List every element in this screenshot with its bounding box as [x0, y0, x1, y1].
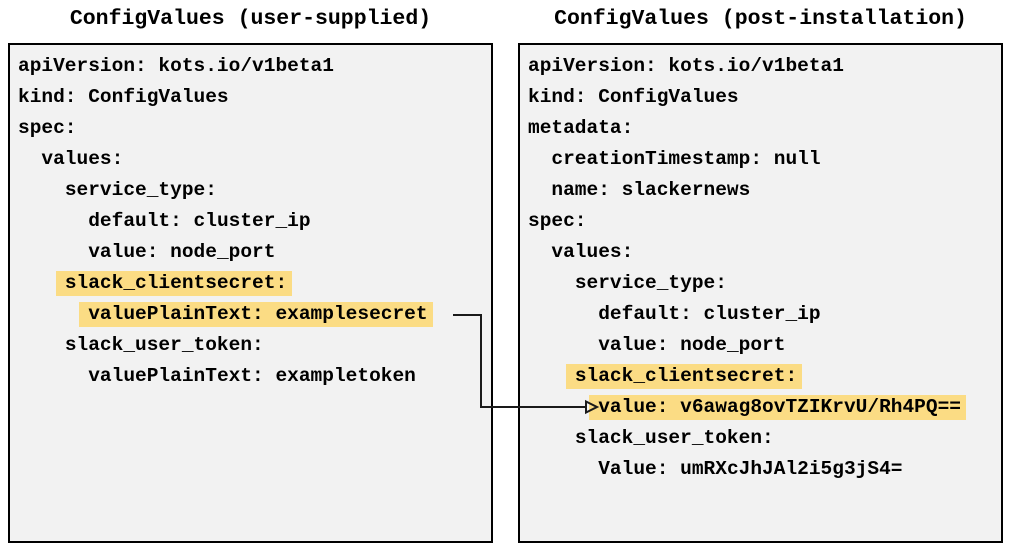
- yaml-line: slack_clientsecret:: [18, 268, 491, 299]
- yaml-text: values:: [551, 241, 634, 263]
- yaml-line: slack_user_token:: [528, 423, 1001, 454]
- yaml-line: apiVersion: kots.io/v1beta1: [528, 51, 1001, 82]
- yaml-text: default: cluster_ip: [88, 210, 311, 232]
- yaml-line: valuePlainText: examplesecret: [18, 299, 491, 330]
- yaml-line: name: slackernews: [528, 175, 1001, 206]
- panel-title-user-supplied: ConfigValues (user-supplied): [69, 7, 432, 31]
- yaml-text: service_type:: [574, 272, 727, 294]
- yaml-text: values:: [41, 148, 124, 170]
- yaml-line: kind: ConfigValues: [528, 82, 1001, 113]
- yaml-text: name: slackernews: [551, 179, 751, 201]
- yaml-text: value: node_port: [88, 241, 276, 263]
- yaml-text: spec:: [18, 117, 77, 139]
- yaml-line: value: node_port: [528, 330, 1001, 361]
- yaml-box-user-supplied: apiVersion: kots.io/v1beta1 kind: ConfigV…: [8, 43, 493, 543]
- yaml-line: default: cluster_ip: [528, 299, 1001, 330]
- yaml-line: spec:: [528, 206, 1001, 237]
- panel-user-supplied: ConfigValues (user-supplied) apiVersion:…: [8, 0, 493, 543]
- yaml-line: default: cluster_ip: [18, 206, 491, 237]
- yaml-text: slack_user_token:: [64, 334, 264, 356]
- yaml-line: service_type:: [18, 175, 491, 206]
- yaml-text: spec:: [528, 210, 587, 232]
- yaml-text: slack_user_token:: [574, 427, 774, 449]
- yaml-box-post-installation: apiVersion: kots.io/v1beta1 kind: ConfigV…: [518, 43, 1003, 543]
- yaml-text-highlighted: slack_clientsecret:: [55, 271, 293, 296]
- yaml-text: apiVersion: kots.io/v1beta1: [18, 55, 334, 77]
- yaml-line: creationTimestamp: null: [528, 144, 1001, 175]
- yaml-line: valuePlainText: exampletoken: [18, 361, 491, 392]
- yaml-text: Value: umRXcJhJAl2i5g3jS4=: [598, 458, 903, 480]
- yaml-line: service_type:: [528, 268, 1001, 299]
- yaml-text: metadata:: [528, 117, 634, 139]
- yaml-line: value: node_port: [18, 237, 491, 268]
- yaml-text: value: node_port: [598, 334, 786, 356]
- yaml-line: Value: umRXcJhJAl2i5g3jS4=: [528, 454, 1001, 485]
- yaml-text: kind: ConfigValues: [18, 86, 229, 108]
- yaml-text: valuePlainText: exampletoken: [88, 365, 416, 387]
- yaml-text-highlighted: valuePlainText: examplesecret: [79, 302, 433, 327]
- yaml-text: kind: ConfigValues: [528, 86, 739, 108]
- panel-title-post-installation: ConfigValues (post-installation): [554, 7, 967, 31]
- yaml-line: metadata:: [528, 113, 1001, 144]
- yaml-line: values:: [528, 237, 1001, 268]
- yaml-line: values:: [18, 144, 491, 175]
- yaml-text: creationTimestamp: null: [551, 148, 821, 170]
- yaml-line: kind: ConfigValues: [18, 82, 491, 113]
- panel-post-installation: ConfigValues (post-installation) apiVers…: [518, 0, 1003, 543]
- yaml-line: spec:: [18, 113, 491, 144]
- yaml-line: apiVersion: kots.io/v1beta1: [18, 51, 491, 82]
- yaml-line: slack_clientsecret:: [528, 361, 1001, 392]
- yaml-text: default: cluster_ip: [598, 303, 821, 325]
- yaml-line: slack_user_token:: [18, 330, 491, 361]
- yaml-text: service_type:: [64, 179, 217, 201]
- yaml-line: value: v6awag8ovTZIKrvU/Rh4PQ==: [528, 392, 1001, 423]
- yaml-text-highlighted: value: v6awag8ovTZIKrvU/Rh4PQ==: [589, 395, 966, 420]
- yaml-text: apiVersion: kots.io/v1beta1: [528, 55, 844, 77]
- yaml-text-highlighted: slack_clientsecret:: [565, 364, 803, 389]
